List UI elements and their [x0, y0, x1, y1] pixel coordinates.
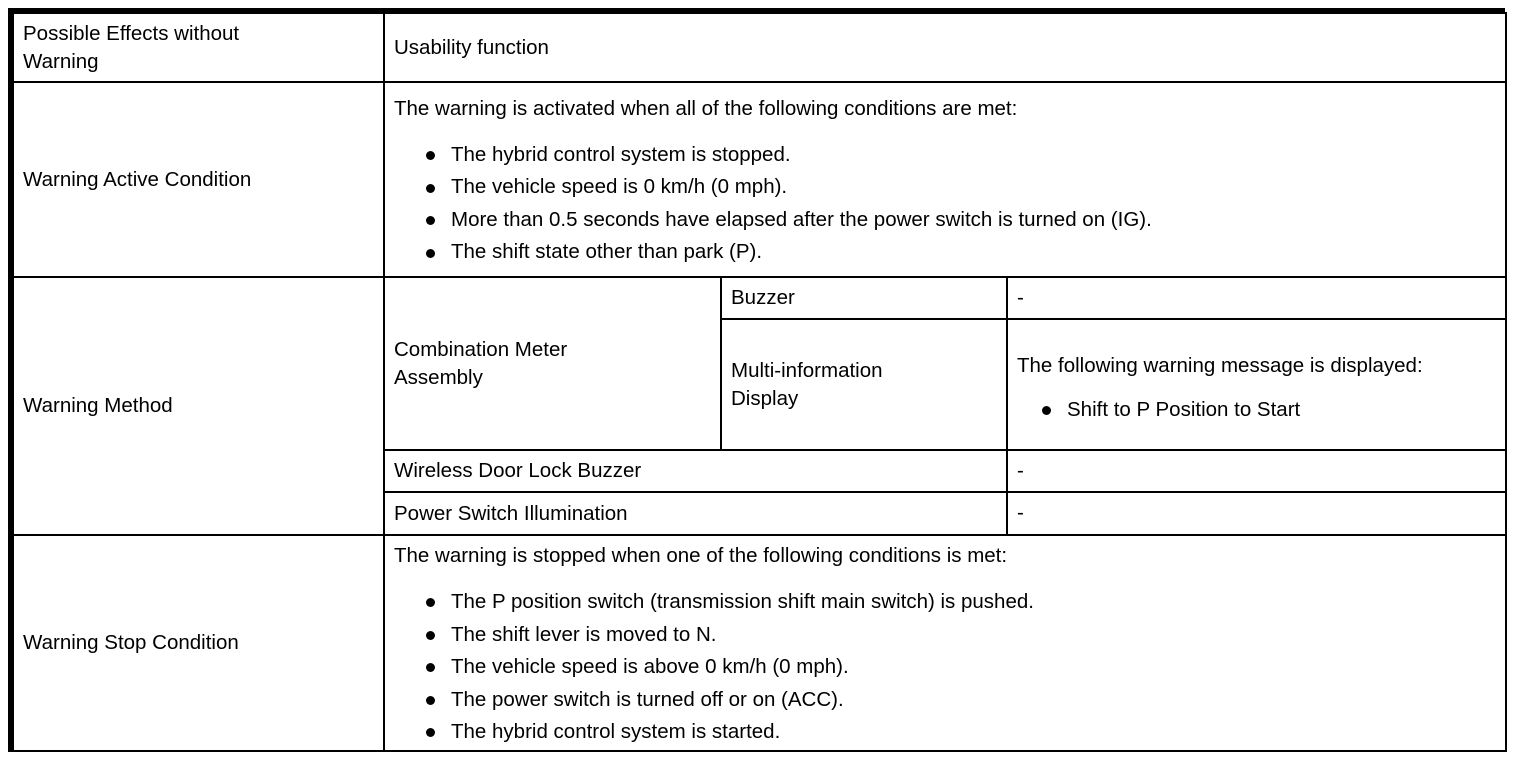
list-item-text: The shift state other than park (P).: [451, 240, 763, 264]
list-item: The shift state other than park (P).: [394, 242, 1497, 263]
method-result-multi-information-display: The following warning message is display…: [1006, 318, 1507, 451]
warning-message-list: Shift to P Position to Start: [1017, 397, 1499, 421]
bullet-icon: [426, 598, 435, 608]
method-result-text: -: [1017, 458, 1024, 482]
bullet-icon: [426, 183, 435, 193]
row-label-possible-effects: Possible Effects without Warning: [12, 12, 385, 83]
method-result-text: -: [1017, 285, 1024, 309]
list-item-text: The power switch is turned off or on (AC…: [451, 687, 844, 711]
row-label-text: Warning Active Condition: [23, 167, 252, 191]
table-row: Warning Method Combination Meter Assembl…: [12, 276, 1507, 536]
bullet-icon: [426, 663, 435, 673]
list-item: The power switch is turned off or on (AC…: [394, 687, 1497, 711]
active-condition-list: The hybrid control system is stopped. Th…: [394, 142, 1497, 263]
bullet-icon: [426, 630, 435, 640]
method-channel-text: Buzzer: [731, 286, 795, 310]
method-row-multi-information-display: Multi-information Display The following …: [385, 318, 1507, 451]
row-value-warning-stop-condition: The warning is stopped when one of the f…: [383, 534, 1507, 752]
method-device-text: Combination Meter Assembly: [394, 338, 568, 389]
bullet-icon: [1042, 405, 1051, 415]
method-device-text: Wireless Door Lock Buzzer: [394, 459, 642, 483]
table-row: Warning Active Condition The warning is …: [12, 81, 1507, 278]
row-value-text: Usability function: [394, 35, 549, 59]
method-row-buzzer: Combination Meter Assembly Buzzer -: [385, 278, 1507, 451]
list-item-text: The vehicle speed is 0 km/h (0 mph).: [451, 175, 788, 199]
list-item-text: The hybrid control system is stopped.: [451, 142, 791, 166]
method-device-text: Power Switch Illumination: [394, 501, 628, 525]
active-condition-intro: The warning is activated when all of the…: [394, 97, 1018, 121]
row-label-warning-active-condition: Warning Active Condition: [12, 81, 385, 278]
warning-specification-table: Possible Effects without Warning Usabili…: [8, 8, 1507, 752]
list-item-text: The shift lever is moved to N.: [451, 622, 717, 646]
method-result-text: -: [1017, 501, 1024, 525]
list-item: The P position switch (transmission shif…: [394, 590, 1497, 614]
stop-condition-list: The P position switch (transmission shif…: [394, 590, 1497, 744]
warning-message-intro: The following warning message is display…: [1017, 353, 1423, 377]
warning-method-grid: Combination Meter Assembly Buzzer -: [385, 278, 1507, 534]
stop-condition-intro: The warning is stopped when one of the f…: [394, 544, 1008, 568]
method-channel-multi-information-display: Multi-information Display: [720, 318, 1008, 451]
method-result-wireless-door-lock-buzzer: -: [1006, 449, 1507, 493]
row-value-warning-active-condition: The warning is activated when all of the…: [383, 81, 1507, 278]
list-item-text: Shift to P Position to Start: [1067, 397, 1301, 421]
table-row: Warning Stop Condition The warning is st…: [12, 534, 1507, 752]
row-label-text: Warning Method: [23, 394, 173, 418]
bullet-icon: [426, 216, 435, 226]
list-item: The vehicle speed is 0 km/h (0 mph).: [394, 177, 1497, 198]
list-item-text: The vehicle speed is above 0 km/h (0 mph…: [451, 655, 849, 679]
row-value-possible-effects: Usability function: [383, 12, 1507, 83]
method-device-combination-meter: Combination Meter Assembly: [385, 278, 722, 451]
method-channel-text: Multi-information Display: [731, 359, 883, 410]
list-item: More than 0.5 seconds have elapsed after…: [394, 207, 1497, 231]
method-device-wireless-door-lock-buzzer: Wireless Door Lock Buzzer: [385, 449, 1008, 493]
row-label-warning-stop-condition: Warning Stop Condition: [12, 534, 385, 752]
row-label-warning-method: Warning Method: [12, 276, 385, 536]
list-item-text: The P position switch (transmission shif…: [451, 590, 1034, 614]
list-item: The shift lever is moved to N.: [394, 622, 1497, 646]
method-row-wireless-door-lock-buzzer: Wireless Door Lock Buzzer -: [385, 449, 1507, 493]
row-value-warning-method: Combination Meter Assembly Buzzer -: [383, 276, 1507, 536]
list-item-text: More than 0.5 seconds have elapsed after…: [451, 207, 1152, 231]
spec-grid: Possible Effects without Warning Usabili…: [12, 12, 1507, 752]
bullet-icon: [426, 151, 435, 161]
table-row: Possible Effects without Warning Usabili…: [12, 12, 1507, 83]
method-result-power-switch-illumination: -: [1006, 491, 1507, 534]
list-item: The hybrid control system is stopped.: [394, 142, 1497, 166]
row-label-text: Warning Stop Condition: [23, 631, 239, 655]
list-item: Shift to P Position to Start: [1017, 397, 1499, 421]
bullet-icon: [426, 728, 435, 738]
method-row-power-switch-illumination: Power Switch Illumination -: [385, 491, 1507, 534]
list-item: The vehicle speed is above 0 km/h (0 mph…: [394, 655, 1497, 679]
list-item-text: The hybrid control system is started.: [451, 720, 781, 744]
list-item: The hybrid control system is started.: [394, 720, 1497, 744]
row-label-text: Possible Effects without Warning: [23, 22, 240, 73]
method-result-buzzer: -: [1006, 278, 1507, 320]
bullet-icon: [426, 695, 435, 705]
method-device-power-switch-illumination: Power Switch Illumination: [385, 491, 1008, 534]
bullet-icon: [426, 248, 435, 258]
method-channel-buzzer: Buzzer: [720, 278, 1008, 320]
